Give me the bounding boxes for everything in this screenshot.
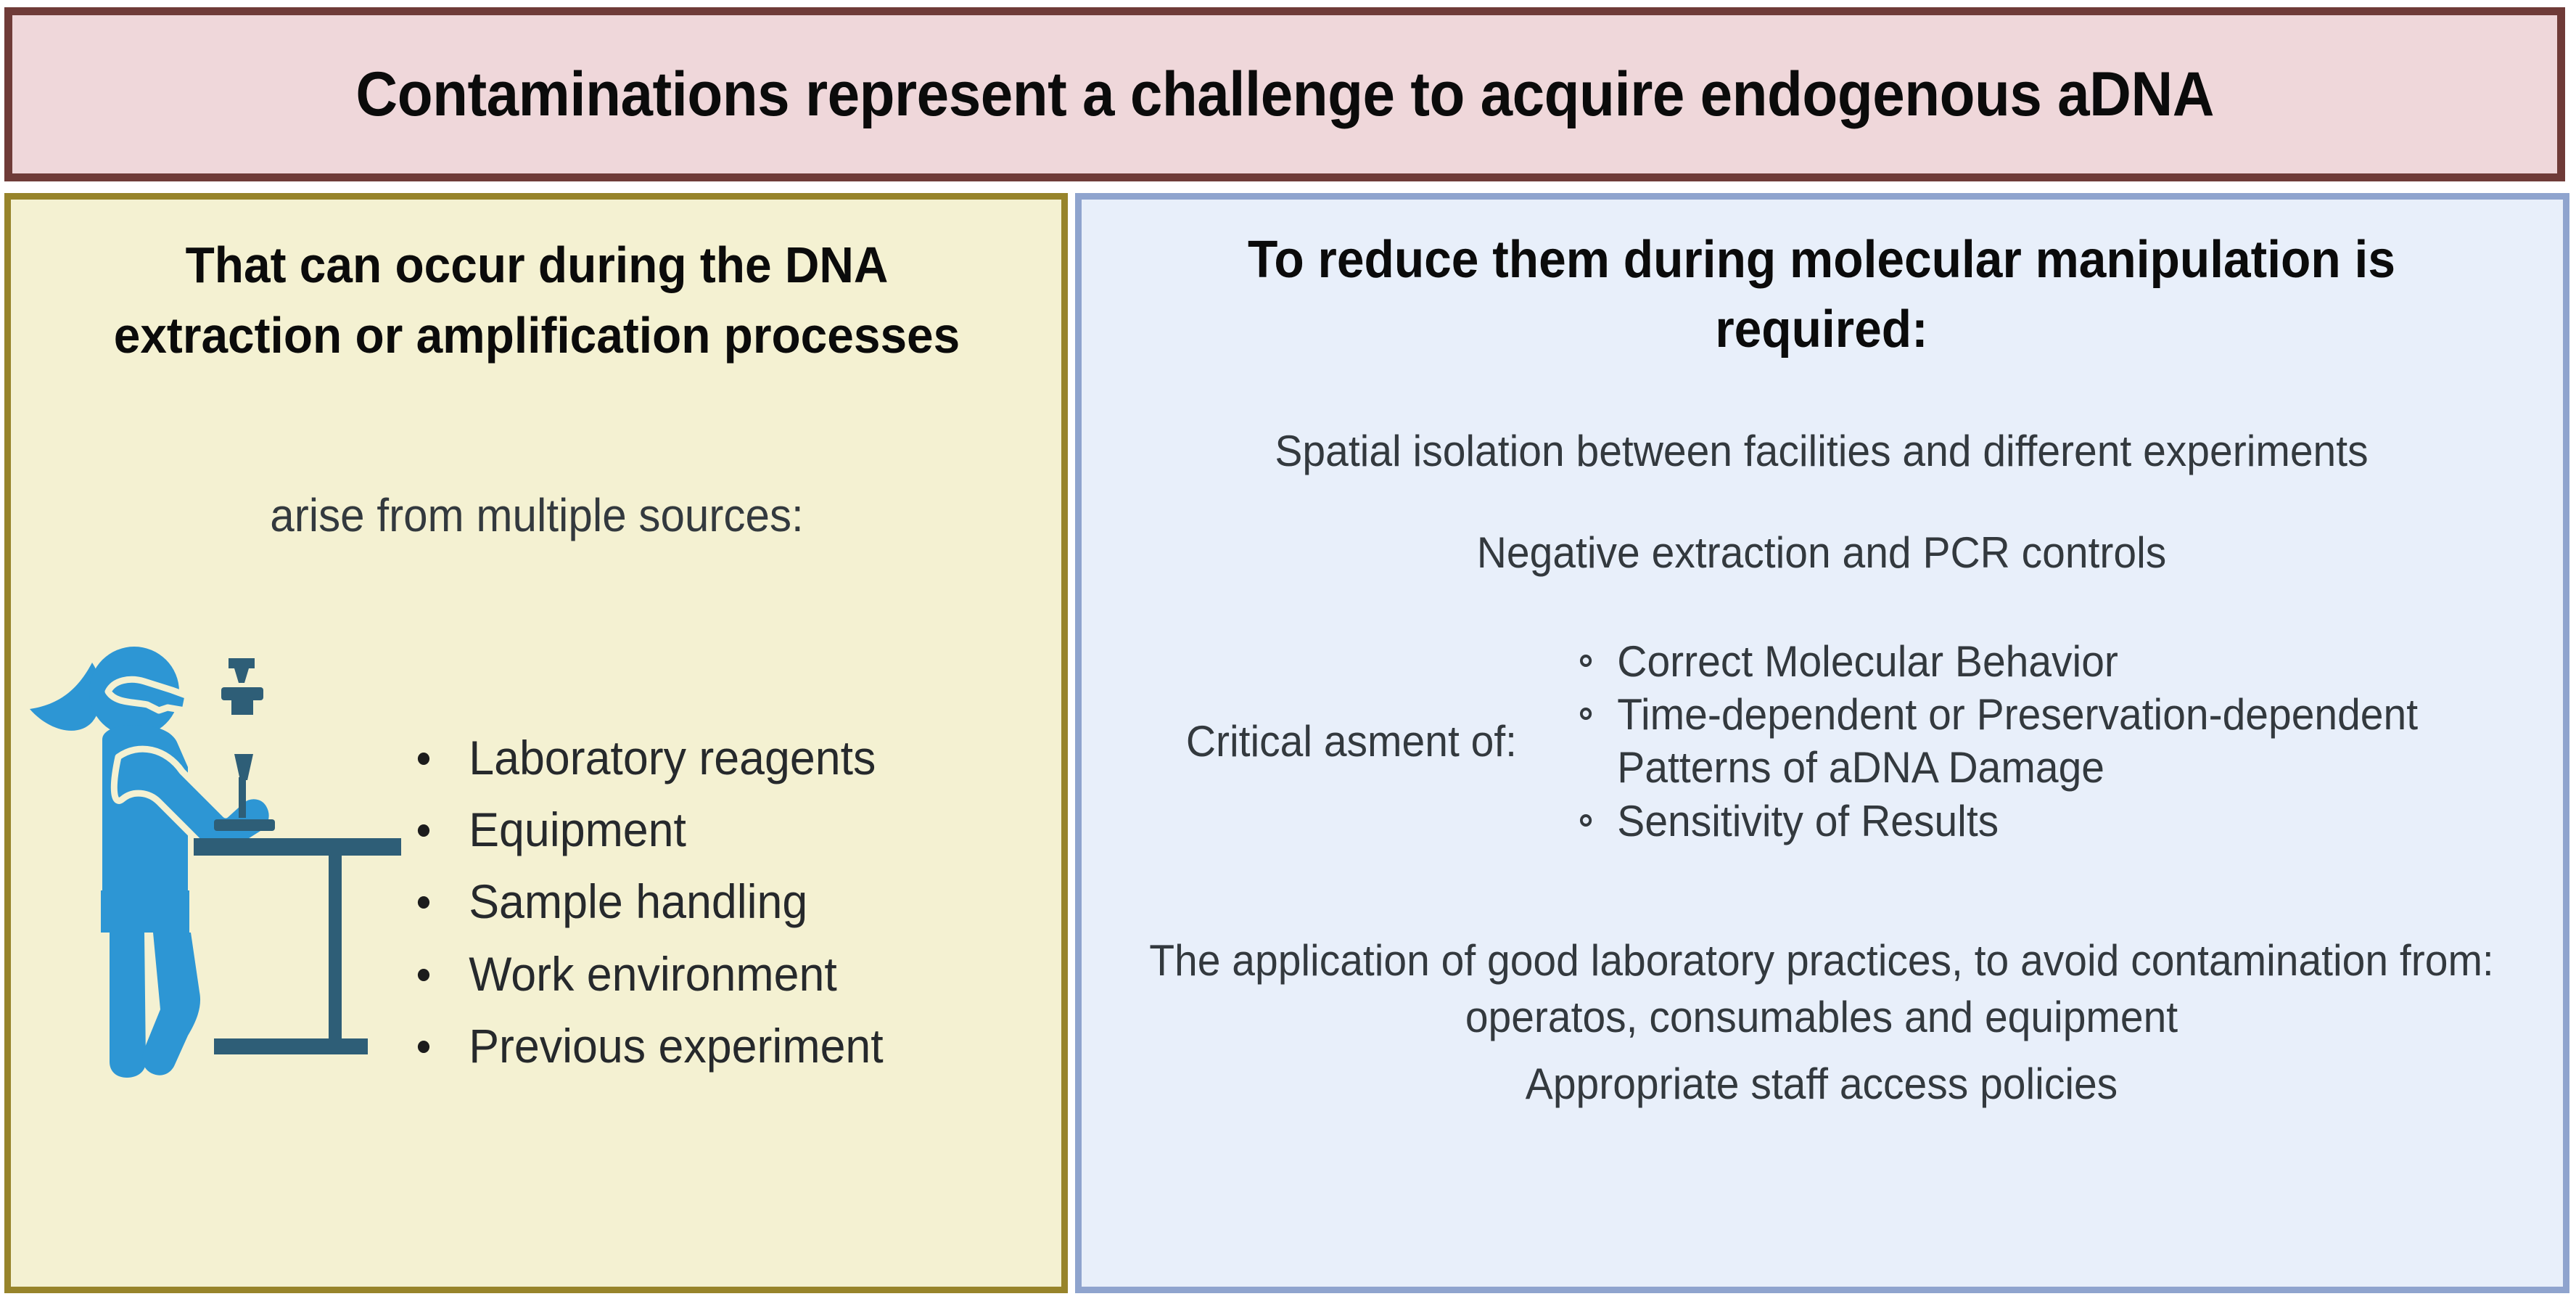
critical-assessment-list: Correct Molecular Behavior Time-dependen…	[1517, 635, 2532, 848]
list-item: Laboratory reagents	[403, 729, 1023, 801]
list-item: Sensitivity of Results	[1566, 795, 2484, 848]
measure-staff-access-policies: Appropriate staff access policies	[1525, 1060, 2118, 1108]
page-title: Contaminations represent a challenge to …	[355, 59, 2214, 129]
list-item: Equipment	[403, 801, 1023, 873]
left-panel-subheading: arise from multiple sources:	[270, 489, 804, 541]
measure-negative-controls: Negative extraction and PCR controls	[1476, 528, 2167, 577]
contamination-sources-panel: That can occur during the DNA extraction…	[4, 193, 1068, 1293]
right-panel-heading: To reduce them during molecular manipula…	[1248, 231, 2395, 358]
measure-good-laboratory-practices: The application of good laboratory pract…	[1149, 936, 2494, 1041]
critical-assessment-label: Critical asment of:	[1185, 716, 1517, 766]
list-item: Time-dependent or Preservation-dependent…	[1566, 688, 2484, 794]
list-item: Previous experiment	[403, 1017, 1023, 1089]
panels-row: That can occur during the DNA extraction…	[4, 193, 2569, 1293]
contamination-sources-list: Laboratory reagents Equipment Sample han…	[403, 729, 1055, 1089]
critical-assessment-block: Critical asment of: Correct Molecular Be…	[1111, 635, 2532, 848]
left-panel-heading: That can occur during the DNA extraction…	[113, 237, 960, 364]
contamination-reduction-panel: To reduce them during molecular manipula…	[1075, 193, 2569, 1293]
header-banner: Contaminations represent a challenge to …	[4, 7, 2565, 181]
list-item: Sample handling	[403, 873, 1023, 945]
list-item: Correct Molecular Behavior	[1566, 635, 2484, 688]
list-item: Work environment	[403, 946, 1023, 1017]
lab-scientist-pipetting-icon	[30, 647, 401, 1078]
measure-spatial-isolation: Spatial isolation between facilities and…	[1275, 427, 2369, 475]
